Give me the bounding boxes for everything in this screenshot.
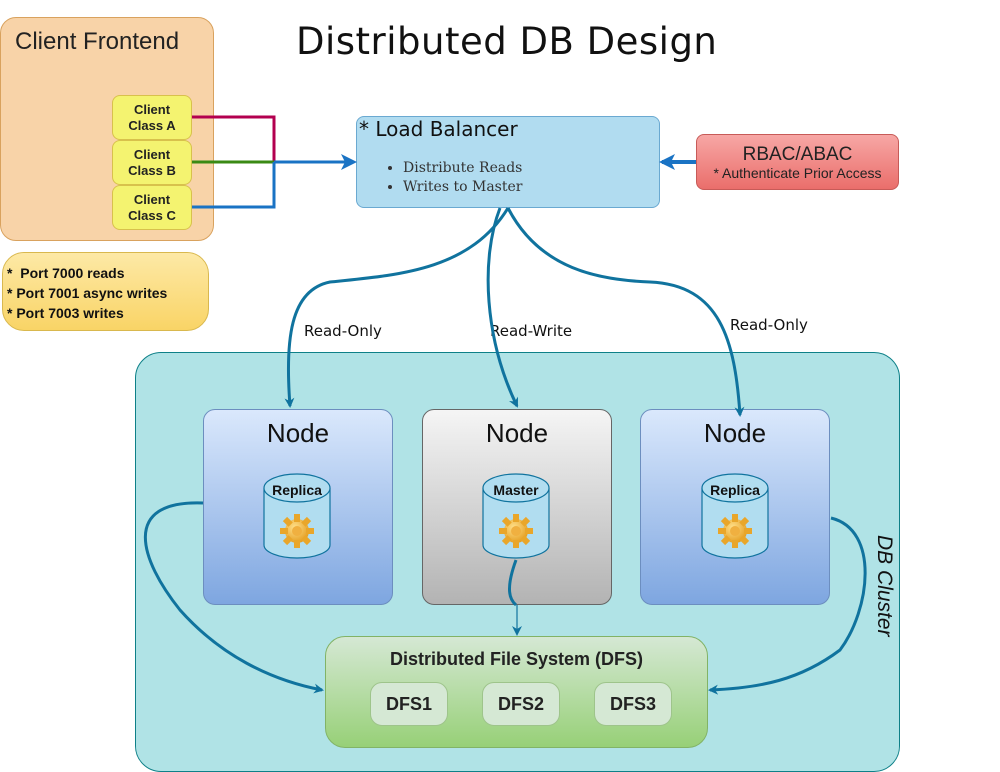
client-frontend-label: Client Frontend bbox=[15, 28, 180, 55]
port-line: * Port 7003 writes bbox=[7, 305, 124, 321]
edge-label-read-write: Read-Write bbox=[490, 322, 573, 340]
diagram-title: Distributed DB Design bbox=[296, 20, 718, 63]
client-class-c[interactable]: Client Class C bbox=[112, 185, 192, 230]
node-title: Node bbox=[485, 418, 549, 448]
rbac-title: RBAC/ABAC bbox=[742, 144, 853, 165]
client-class-b[interactable]: Client Class B bbox=[112, 140, 192, 185]
edge-label-read-only-right: Read-Only bbox=[730, 316, 808, 334]
port-line: * Port 7000 reads bbox=[7, 265, 125, 281]
dfs-item-1[interactable]: DFS1 bbox=[370, 682, 448, 726]
bullet-item: Distribute Reads bbox=[403, 159, 522, 178]
node-replica-left[interactable]: Node bbox=[203, 409, 393, 605]
node-title: Node bbox=[266, 418, 330, 448]
dfs-item-3[interactable]: DFS3 bbox=[594, 682, 672, 726]
node-replica-right[interactable]: Node bbox=[640, 409, 830, 605]
load-balancer-bullets: Distribute Reads Writes to Master bbox=[385, 159, 522, 197]
rbac-abac-box[interactable]: RBAC/ABAC * Authenticate Prior Access bbox=[696, 134, 899, 190]
port-line: * Port 7001 async writes bbox=[7, 285, 168, 301]
dfs-title: Distributed File System (DFS) bbox=[389, 649, 644, 669]
dfs-item-2[interactable]: DFS2 bbox=[482, 682, 560, 726]
rbac-subtitle: * Authenticate Prior Access bbox=[713, 165, 882, 181]
db-cluster-label: DB Cluster bbox=[873, 535, 896, 637]
bullet-item: Writes to Master bbox=[403, 178, 522, 197]
edge-label-read-only-left: Read-Only bbox=[304, 322, 382, 340]
load-balancer-title: * Load Balancer bbox=[359, 117, 518, 141]
client-class-a[interactable]: Client Class A bbox=[112, 95, 192, 140]
load-balancer[interactable]: * Load Balancer Distribute Reads Writes … bbox=[356, 116, 660, 208]
node-master[interactable]: Node bbox=[422, 409, 612, 605]
node-title: Node bbox=[703, 418, 767, 448]
ports-note[interactable]: * Port 7000 reads * Port 7001 async writ… bbox=[2, 252, 209, 331]
